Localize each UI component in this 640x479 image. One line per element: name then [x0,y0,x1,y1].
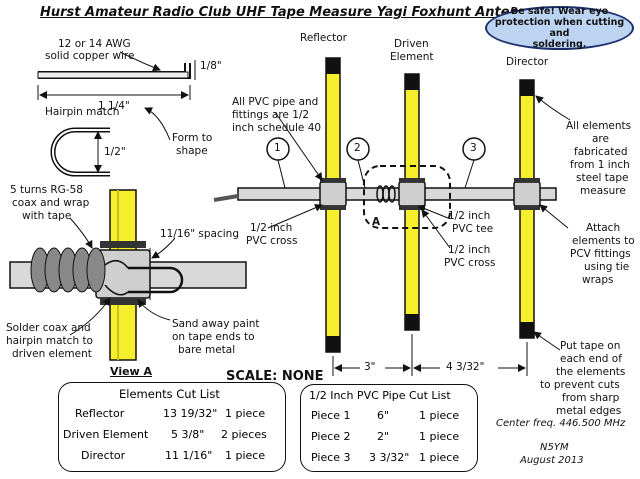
center-frequency: Center freq. 446.500 MHz [496,418,626,429]
cut-row-length: 13 19/32" [163,407,218,420]
hairpin-dimension: 1/2" [104,146,126,158]
attach-note-3: PCV fittings [570,248,631,260]
elements-note-3: fabricated [574,146,628,158]
view-a-marker: A [372,216,381,228]
cut-row-name: Reflector [75,407,125,420]
elements-note-1: All elements [566,120,632,132]
form-label-2: shape [176,145,208,157]
cut-row-qty: 2 pieces [221,428,267,441]
elements-note-6: measure [580,185,626,197]
pvc-row-qty: 1 piece [419,430,460,443]
tape-note-4: to prevent cuts [540,379,620,391]
director-label: Director [506,56,549,68]
tape-note-3: the elements [556,366,626,378]
attach-note-5: wraps [582,274,614,286]
hairpin-match-drawing [50,107,171,177]
pvc-row-name: Piece 1 [311,409,351,422]
safety-note: Be safe! Wear eye protection when cuttin… [485,6,634,50]
solder-label-1: Solder coax and [6,322,91,334]
hairpin-label: Hairpin match [45,106,120,118]
pvc-row-length: 2" [377,430,390,443]
wire-length-dimension: 1 1/4" [98,100,130,112]
pvc-row-length: 3 3/32" [369,451,410,464]
page-title: Hurst Amateur Radio Club UHF Tape Measur… [40,5,537,20]
elements-note-4: from 1 inch [570,159,630,171]
solder-label-3: driven element [12,348,92,360]
form-label-1: Form to [172,132,213,144]
safety-line-1: Be safe! Wear eye [510,6,609,17]
attach-note-4: using tie [584,261,630,273]
cross-left-label-2: PVC cross [246,235,298,247]
spacing-label: 11/16" spacing [160,228,240,240]
spacing-dim-right: 4 3/32" [446,361,485,373]
antenna-drawing [213,57,571,376]
coax-label-2: coax and wrap [12,197,90,209]
pvc-row-name: Piece 2 [311,430,351,443]
pvc-note-3: inch schedule 40 [232,122,322,134]
sand-label-2: on tape ends to [172,331,255,343]
tape-note-6: metal edges [556,405,622,417]
reflector-label: Reflector [300,32,347,44]
wire-gauge-label: 12 or 14 AWG [58,38,131,50]
attach-note-1: Attach [586,222,621,234]
pvc-note-1: All PVC pipe and [232,96,319,108]
piece-marker-2: 2 [354,142,361,154]
elements-cut-list-title: Elements Cut List [119,387,220,401]
cross-right-label-1: 1/2 inch [448,244,491,256]
cut-row-length: 5 3/8" [171,428,205,441]
cross-left-label-1: 1/2 inch [250,222,293,234]
coax-label-3: with tape [22,210,72,222]
cut-row-length: 11 1/16" [165,449,213,462]
piece-marker-1: 1 [274,142,281,154]
elements-note-5: steel tape [576,172,629,184]
scale-note: SCALE: NONE [226,369,324,384]
spacing-dim-left: 3" [364,361,376,373]
pvc-row-qty: 1 piece [419,409,460,422]
pvc-row-name: Piece 3 [311,451,351,464]
pvc-note-2: fittings are 1/2 [232,109,310,121]
cut-row-qty: 1 piece [225,449,266,462]
safety-line-2: protection when cutting and [494,17,625,39]
pvc-cut-list-title: 1/2 Inch PVC Pipe Cut List [309,389,451,402]
cut-row-name: Director [81,449,126,462]
solder-label-2: hairpin match to [6,335,93,347]
safety-line-3: soldering. [532,39,587,50]
view-a-drawing [9,189,247,361]
tape-note-5: from sharp [562,392,620,404]
sand-label-1: Sand away paint [172,318,260,330]
elements-note-2: are [592,133,609,145]
date: August 2013 [520,455,584,466]
cut-row-name: Driven Element [63,428,149,441]
cut-row-qty: 1 piece [225,407,266,420]
wire-type-label: solid copper wire [45,50,135,62]
tape-note-1: Put tape on [560,340,621,352]
bend-dimension: 1/8" [200,60,222,72]
attach-note-2: elements to [572,235,635,247]
copper-wire-drawing [37,51,196,100]
cross-right-label-2: PVC cross [444,257,496,269]
elements-cut-list: Elements Cut List Reflector 13 19/32" 1 … [58,382,286,472]
pvc-row-length: 6" [377,409,390,422]
driven-label-2: Element [390,51,434,63]
view-a-caption: View A [110,365,153,378]
coax-label-1: 5 turns RG-58 [10,184,83,196]
pvc-row-qty: 1 piece [419,451,460,464]
tape-note-2: each end of [560,353,622,365]
callsign: N5YM [540,442,569,453]
driven-label-1: Driven [394,38,429,50]
tee-label-2: PVC tee [452,223,494,235]
pvc-cut-list: 1/2 Inch PVC Pipe Cut List Piece 1 6" 1 … [300,384,478,472]
sand-label-3: bare metal [178,344,236,356]
tee-label-1: 1/2 inch [448,210,491,222]
piece-marker-3: 3 [470,142,477,154]
